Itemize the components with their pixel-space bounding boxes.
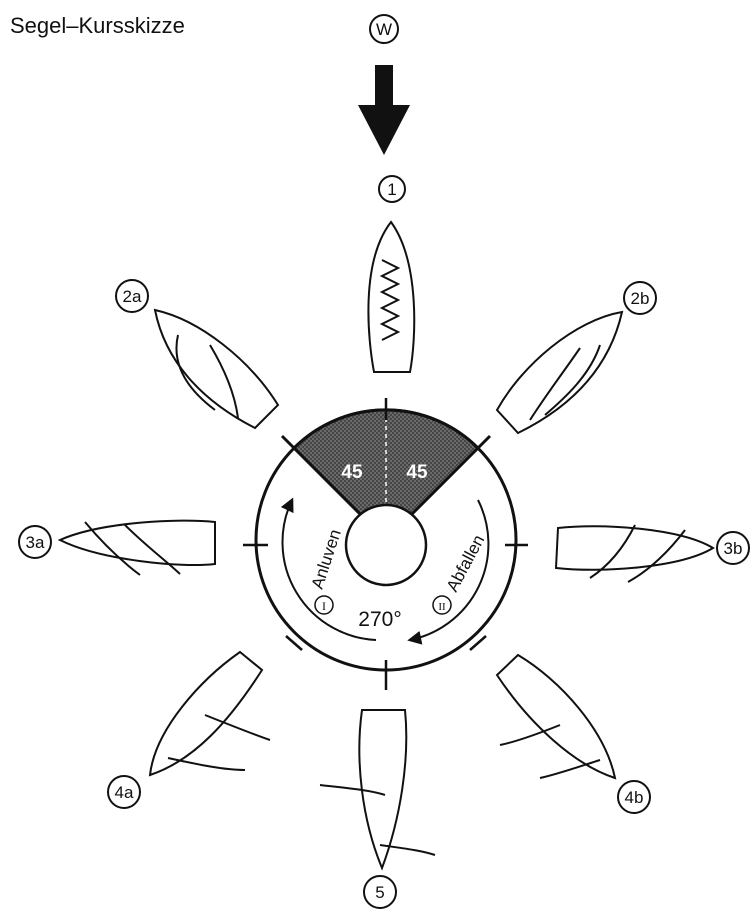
boat-position-2a <box>155 310 278 428</box>
label-position-1: 1 <box>379 176 405 202</box>
label-position-2b: 2b <box>624 282 656 314</box>
wind-arrow-icon <box>358 65 410 155</box>
abfallen-arrow <box>410 500 488 640</box>
svg-text:4a: 4a <box>115 783 134 802</box>
label-position-5: 5 <box>364 876 396 908</box>
label-position-4a: 4a <box>108 776 140 808</box>
roman-left-badge: I <box>315 596 333 614</box>
svg-text:3b: 3b <box>724 539 743 558</box>
svg-text:5: 5 <box>375 883 384 902</box>
label-position-4b: 4b <box>618 781 650 813</box>
label-position-3b: 3b <box>717 532 749 564</box>
label-position-3a: 3a <box>19 526 51 558</box>
boat-position-3b <box>556 525 713 582</box>
boat-position-1 <box>368 222 414 372</box>
wind-marker: W <box>370 15 398 43</box>
angle-270-label: 270° <box>358 608 401 631</box>
boat-position-2b <box>497 312 622 433</box>
svg-text:II: II <box>438 601 446 613</box>
diagram-title: Segel–Kursskizze <box>10 13 185 38</box>
svg-text:I: I <box>322 599 326 613</box>
label-position-2a: 2a <box>116 280 148 312</box>
anluven-label: Anluven <box>308 527 345 591</box>
svg-text:2a: 2a <box>123 287 142 306</box>
boat-position-5 <box>320 710 435 868</box>
svg-text:1: 1 <box>387 180 396 199</box>
roman-right-badge: II <box>433 596 451 614</box>
wind-label: W <box>376 20 392 39</box>
abfallen-label: Abfallen <box>443 532 489 595</box>
dead-zone-left-angle: 45 <box>341 462 363 483</box>
boat-position-4b <box>497 655 615 778</box>
dial-hub <box>346 505 426 585</box>
sector-ray-left <box>282 436 294 448</box>
dead-zone-right-angle: 45 <box>406 462 428 483</box>
sector-ray-right <box>478 436 490 448</box>
boat-position-3a <box>60 521 215 575</box>
svg-text:2b: 2b <box>631 289 650 308</box>
svg-text:3a: 3a <box>26 533 45 552</box>
boat-position-4a <box>150 652 270 775</box>
svg-text:4b: 4b <box>625 788 644 807</box>
